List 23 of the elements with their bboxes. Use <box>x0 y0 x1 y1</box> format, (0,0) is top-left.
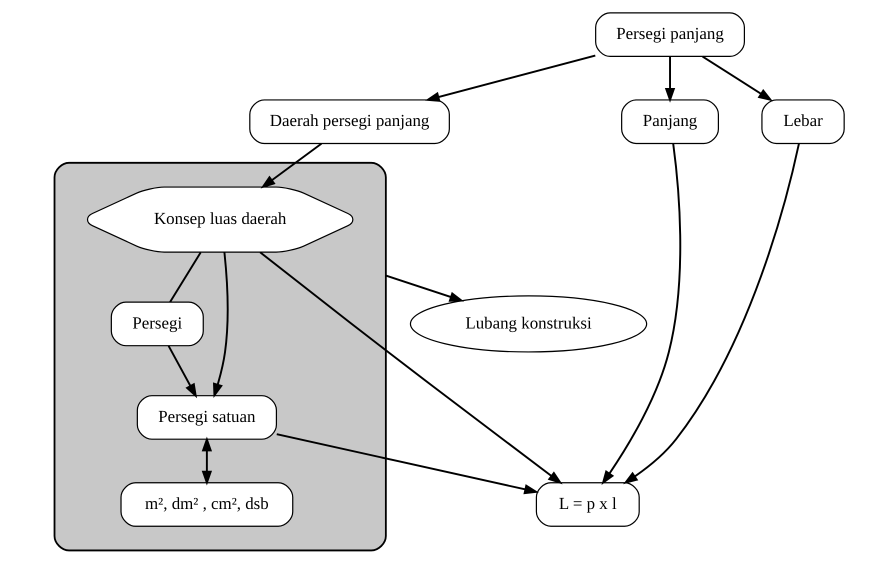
arrow <box>201 436 212 486</box>
arrow <box>212 252 228 398</box>
arrow <box>167 345 197 398</box>
arrow <box>276 433 538 494</box>
arrow <box>702 56 772 102</box>
arrow <box>600 143 681 486</box>
connector <box>168 252 201 302</box>
node-box: Lebar <box>760 99 844 144</box>
arrow <box>664 56 675 103</box>
arrow <box>385 274 464 302</box>
node-box: Persegi <box>110 302 204 346</box>
arrow <box>259 252 562 484</box>
arrow <box>424 54 596 102</box>
node-box: Panjang <box>620 99 718 144</box>
node-box: Persegi panjang <box>594 12 744 57</box>
node-ellipse: Lubang konstruksi <box>409 295 647 353</box>
cluster <box>53 162 386 552</box>
node-box: m², dm² , cm², dsb <box>120 482 293 527</box>
node-ellipse: Konsep luas daerah <box>86 186 353 253</box>
arrow <box>622 144 800 484</box>
node-box: Daerah persegi panjang <box>248 99 450 144</box>
node-box: L = p x l <box>535 482 640 527</box>
node-box: Persegi satuan <box>136 395 277 440</box>
